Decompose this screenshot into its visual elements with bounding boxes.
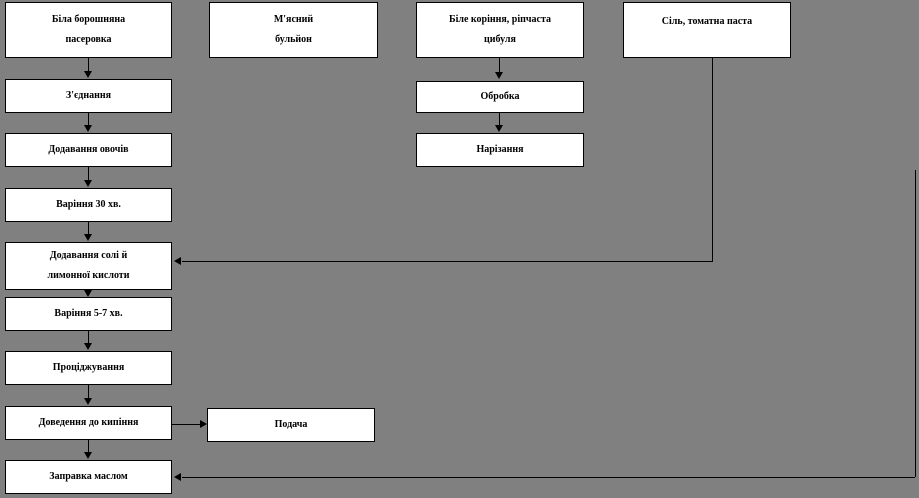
edge-salt-tomato-vertical — [712, 58, 713, 261]
arrowhead-down — [495, 125, 503, 132]
node-processing[interactable]: Обробка — [416, 81, 584, 113]
arrowhead-down — [495, 72, 503, 79]
node-label-line: Біла борошняна — [51, 14, 126, 25]
node-label-line: Варіння 30 хв. — [56, 198, 121, 210]
arrowhead-left — [174, 473, 181, 481]
node-label-line: З'єднання — [65, 89, 112, 101]
edge-add-vegetables-to-boil30 — [88, 167, 89, 181]
arrowhead-down — [84, 343, 92, 350]
arrowhead-down — [84, 452, 92, 459]
edge-salt-tomato-horizontal — [182, 261, 713, 262]
edge-boil30-to-add-salt — [88, 222, 89, 235]
node-label-line: Додавання овочів — [48, 143, 129, 155]
edge-boil57-to-strain — [88, 331, 89, 344]
node-label-line: бульйон — [275, 33, 312, 45]
arrowhead-down — [84, 180, 92, 187]
node-meat-broth[interactable]: М'ясний бульйон — [209, 2, 378, 58]
node-label-line: Додавання солі й — [49, 250, 128, 261]
node-label-line: Нарізання — [476, 143, 524, 155]
node-bring-to-boil[interactable]: Доведення до кипіння — [5, 406, 172, 440]
arrowhead-down — [84, 290, 92, 297]
node-label-line: Подача — [274, 418, 308, 430]
edge-right-loop-vertical — [915, 170, 916, 477]
edge-strain-to-bring-to-boil — [88, 385, 89, 399]
node-roots-onion[interactable]: Біле коріння, ріпчаста цибуля — [416, 2, 584, 58]
edge-flour-roux-to-combine — [88, 58, 89, 73]
edge-roots-onion-to-processing — [499, 58, 500, 73]
edge-combine-to-add-vegetables — [88, 113, 89, 126]
node-serve[interactable]: Подача — [207, 408, 375, 442]
edge-bring-to-boil-to-butter — [88, 440, 89, 453]
arrowhead-down — [84, 71, 92, 78]
arrowhead-left — [174, 257, 181, 265]
node-label-line: Доведення до кипіння — [38, 416, 139, 428]
node-strain[interactable]: Проціджування — [5, 351, 172, 385]
node-label-line: Заправка маслом — [49, 470, 128, 482]
node-label-line: пасеровка — [65, 33, 112, 45]
node-boil-5-7-min[interactable]: Варіння 5-7 хв. — [5, 297, 172, 331]
node-add-salt-citric-acid[interactable]: Додавання солі й лимонної кислоти — [5, 242, 172, 290]
edge-right-loop-horizontal — [182, 477, 915, 478]
arrowhead-down — [84, 125, 92, 132]
node-label-line: цибуля — [484, 33, 516, 45]
node-flour-roux[interactable]: Біла борошняна пасеровка — [5, 2, 172, 58]
node-slicing[interactable]: Нарізання — [416, 133, 584, 167]
arrowhead-down — [84, 234, 92, 241]
node-combine[interactable]: З'єднання — [5, 79, 172, 113]
edge-processing-to-slicing — [499, 113, 500, 126]
edge-bring-to-boil-to-serve — [172, 424, 201, 425]
node-label-line: Сіль, томатна паста — [661, 16, 753, 27]
node-label-line: лимонної кислоти — [47, 269, 130, 281]
node-label-line: М'ясний — [273, 14, 314, 25]
node-add-vegetables[interactable]: Додавання овочів — [5, 133, 172, 167]
node-salt-tomato[interactable]: Сіль, томатна паста — [623, 2, 791, 58]
arrowhead-right — [200, 420, 207, 428]
node-label-line: Проціджування — [52, 361, 125, 373]
node-boil-30-min[interactable]: Варіння 30 хв. — [5, 188, 172, 222]
node-label-line: Біле коріння, ріпчаста — [448, 14, 552, 25]
node-label-line: Обробка — [480, 90, 520, 102]
arrowhead-down — [84, 398, 92, 405]
node-butter-finish[interactable]: Заправка маслом — [5, 460, 172, 494]
node-label-line: Варіння 5-7 хв. — [54, 307, 123, 319]
